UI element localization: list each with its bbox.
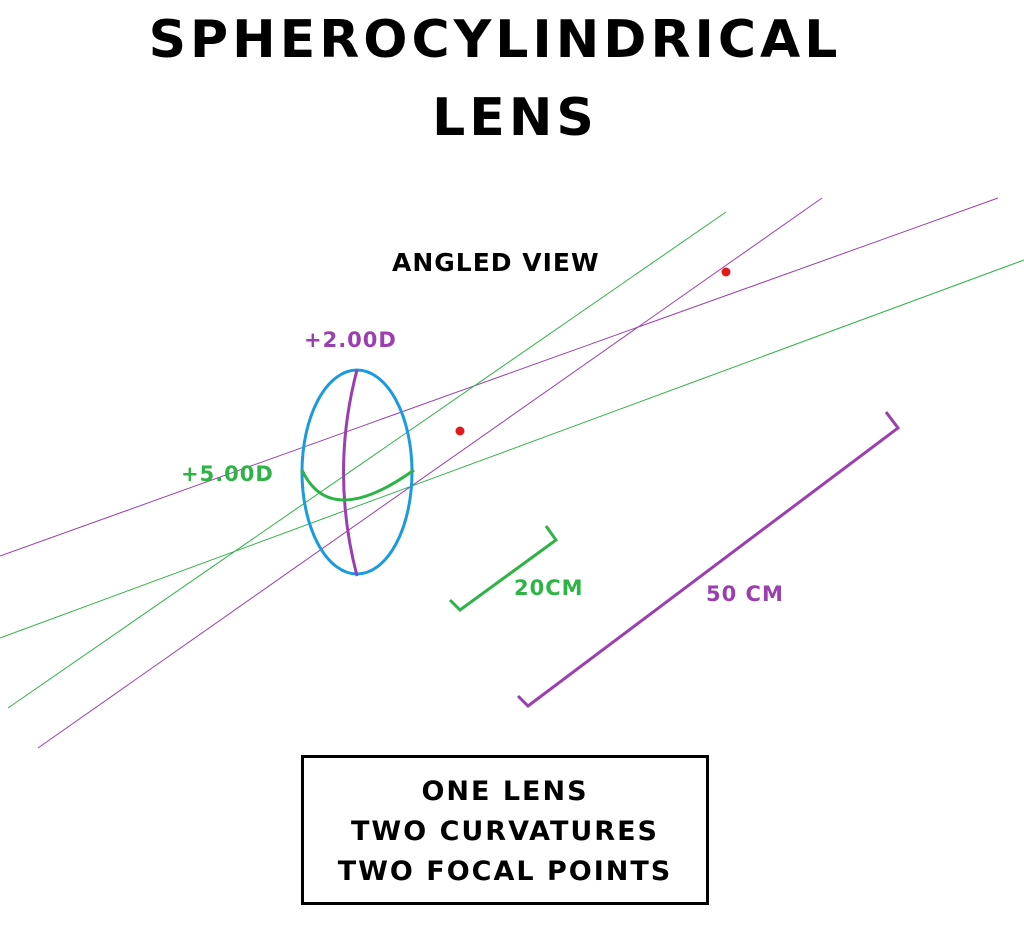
green-ray-lower [7, 211, 727, 709]
green-meridian-curve [300, 468, 415, 502]
focal-point-green [455, 426, 465, 436]
meridian-power-label-5d: +5.00D [181, 462, 274, 486]
summary-box: ONE LENS TWO CURVATURES TWO FOCAL POINTS [301, 755, 709, 905]
green-ray-upper [0, 259, 1024, 639]
distance-bracket-50cm [516, 411, 901, 708]
lens-outline [300, 368, 414, 576]
title-line-2: LENS [432, 88, 598, 148]
distance-label-20cm: 20CM [514, 576, 584, 600]
summary-line-one-lens: ONE LENS [421, 776, 589, 807]
purple-ray-upper [0, 197, 999, 557]
angled-view-label: ANGLED VIEW [392, 248, 600, 277]
distance-bracket-20cm [448, 525, 559, 612]
summary-line-two-focal-points: TWO FOCAL POINTS [337, 856, 673, 887]
meridian-power-label-2d: +2.00D [304, 328, 397, 352]
purple-ray-lower [37, 197, 823, 749]
summary-line-two-curvatures: TWO CURVATURES [351, 816, 659, 847]
purple-meridian-curve [342, 369, 359, 577]
focal-point-purple [721, 267, 731, 277]
title-line-1: SPHEROCYLINDRICAL [148, 10, 842, 70]
distance-label-50cm: 50 CM [706, 582, 784, 606]
